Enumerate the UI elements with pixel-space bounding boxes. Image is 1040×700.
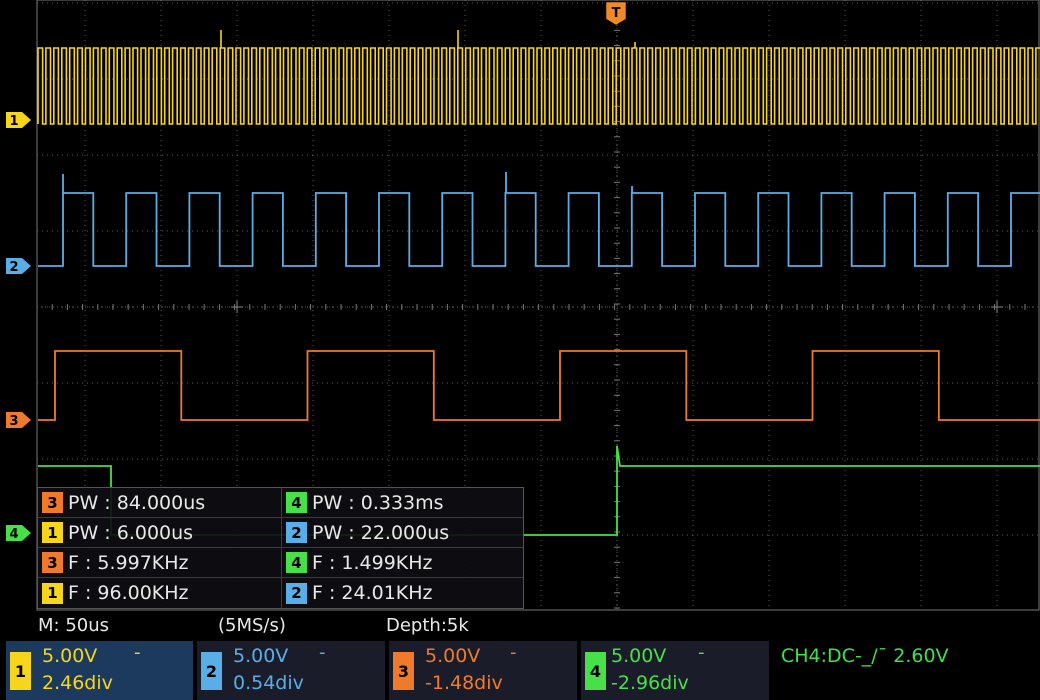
- measurement-value: PW : 22.000us: [312, 521, 450, 544]
- ch1-offset: 2.46div: [42, 672, 113, 694]
- ch4-level-marker[interactable]: 4: [6, 525, 31, 542]
- ch3-level-marker[interactable]: 3: [6, 412, 31, 429]
- measurement-value: PW : 0.333ms: [312, 491, 444, 514]
- ch4-number-badge: 4: [585, 652, 606, 690]
- timebase-readout[interactable]: M: 50us: [38, 615, 110, 636]
- waveform-display: T 1 2 3 4: [6, 0, 1040, 611]
- ch1-volts-per-div: 5.00V: [42, 645, 98, 667]
- trigger-marker-label: T: [612, 6, 621, 21]
- channel-badge: 1: [42, 582, 63, 604]
- memory-depth-readout[interactable]: Depth:5k: [386, 615, 469, 636]
- channel-badge: 3: [42, 492, 63, 513]
- ch1-info-box[interactable]: 1 5.00V - 2.46div: [6, 641, 193, 700]
- channel-info-bar: 1 5.00V - 2.46div 2 5.00V - 0.54div 3 5.…: [0, 641, 1040, 700]
- ch3-marker-label: 3: [9, 414, 18, 429]
- ch2-offset: 0.54div: [233, 672, 304, 694]
- ch1-coupling: -: [134, 642, 141, 663]
- ch3-number-badge: 3: [393, 652, 414, 690]
- ch1-level-marker[interactable]: 1: [6, 112, 31, 129]
- ch4-volts-per-div: 5.00V: [611, 645, 667, 667]
- ch4-waveform: [38, 445, 1040, 536]
- measurement-value: F : 96.00KHz: [68, 582, 189, 604]
- ch2-marker-label: 2: [9, 260, 18, 275]
- measurement-item: 1 PW : 6.000us: [38, 518, 281, 548]
- ch3-waveform: [38, 350, 1040, 421]
- ch2-coupling: -: [319, 642, 326, 663]
- measurement-item: 3 PW : 84.000us: [38, 488, 281, 518]
- ch1-marker-label: 1: [9, 114, 18, 129]
- measurement-item: 2 F : 24.01KHz: [281, 578, 523, 608]
- graticule-grid: [36, 0, 1040, 611]
- ch1-waveform: [37, 30, 1040, 125]
- ch1-number-badge: 1: [10, 652, 31, 690]
- measurement-panel: 3 PW : 84.000us 4 PW : 0.333ms 1 PW : 6.…: [37, 487, 524, 609]
- ch3-offset: -1.48div: [425, 672, 503, 694]
- ch3-info-box[interactable]: 3 5.00V - -1.48div: [389, 641, 577, 700]
- measurement-value: F : 1.499KHz: [312, 551, 433, 574]
- measurement-item: 3 F : 5.997KHz: [38, 548, 281, 578]
- trigger-position-marker[interactable]: T: [605, 1, 627, 26]
- ch4-info-box[interactable]: 4 5.00V - -2.96div: [581, 641, 769, 700]
- measurement-value: F : 24.01KHz: [312, 582, 433, 604]
- channel-badge: 4: [286, 552, 307, 573]
- ch4-marker-label: 4: [9, 527, 18, 542]
- channel-badge: 2: [286, 522, 307, 543]
- ch4-coupling: -: [698, 642, 705, 663]
- measurement-item: 4 F : 1.499KHz: [281, 548, 523, 578]
- ch3-volts-per-div: 5.00V: [425, 645, 481, 667]
- ch4-offset: -2.96div: [611, 672, 689, 694]
- channel-badge: 1: [42, 522, 63, 543]
- channel-badge: 2: [286, 582, 307, 604]
- ch3-coupling: -: [510, 642, 517, 663]
- ch2-info-box[interactable]: 2 5.00V - 0.54div: [197, 641, 385, 700]
- ch2-volts-per-div: 5.00V: [233, 645, 289, 667]
- measurement-value: PW : 6.000us: [68, 521, 194, 544]
- ch2-level-marker[interactable]: 2: [6, 258, 31, 275]
- measurement-item: 2 PW : 22.000us: [281, 518, 523, 548]
- acquisition-status-bar: M: 50us (5MS/s) Depth:5k: [0, 612, 1040, 640]
- waveform-traces: [37, 30, 1040, 536]
- sample-rate-readout: (5MS/s): [218, 615, 286, 636]
- trigger-settings-readout[interactable]: CH4:DC-_/¯ 2.60V: [781, 645, 949, 667]
- ch2-waveform: [38, 172, 1040, 267]
- measurement-value: F : 5.997KHz: [68, 551, 189, 574]
- channel-badge: 3: [42, 552, 63, 573]
- measurement-value: PW : 84.000us: [68, 491, 206, 514]
- channel-badge: 4: [286, 492, 307, 513]
- ch2-number-badge: 2: [201, 652, 222, 690]
- measurement-item: 4 PW : 0.333ms: [281, 488, 523, 518]
- measurement-item: 1 F : 96.00KHz: [38, 578, 281, 608]
